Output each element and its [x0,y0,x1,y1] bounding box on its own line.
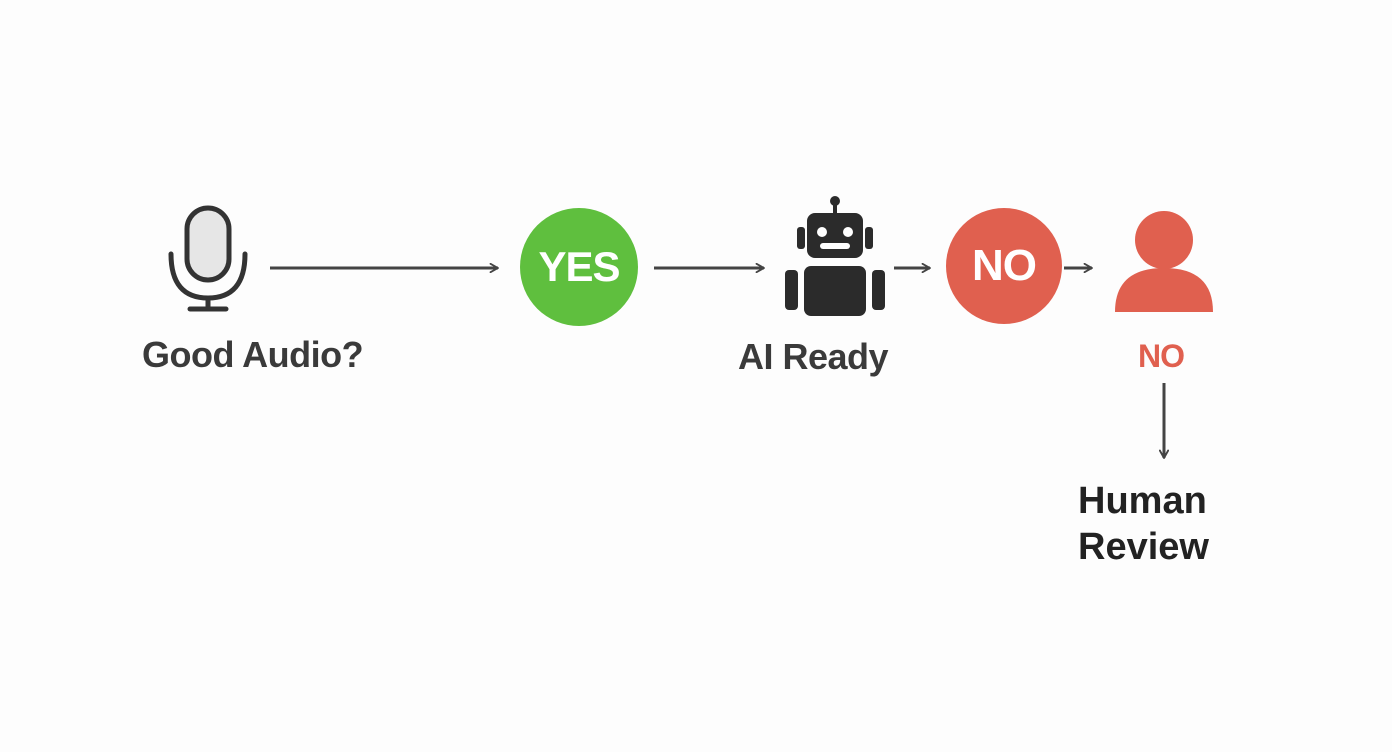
person-icon [1115,211,1213,312]
ai-ready-label: AI Ready [738,336,889,377]
yes-label: YES [538,243,620,290]
person-no-label: NO [1138,338,1185,374]
yes-decision: YES [520,208,638,326]
no-label: NO [972,241,1037,290]
robot-icon [785,196,885,316]
no-decision: NO [946,208,1062,324]
microphone-icon [168,205,248,312]
human-review-label: Human Review [1078,480,1209,568]
good-audio-label: Good Audio? [142,334,364,375]
